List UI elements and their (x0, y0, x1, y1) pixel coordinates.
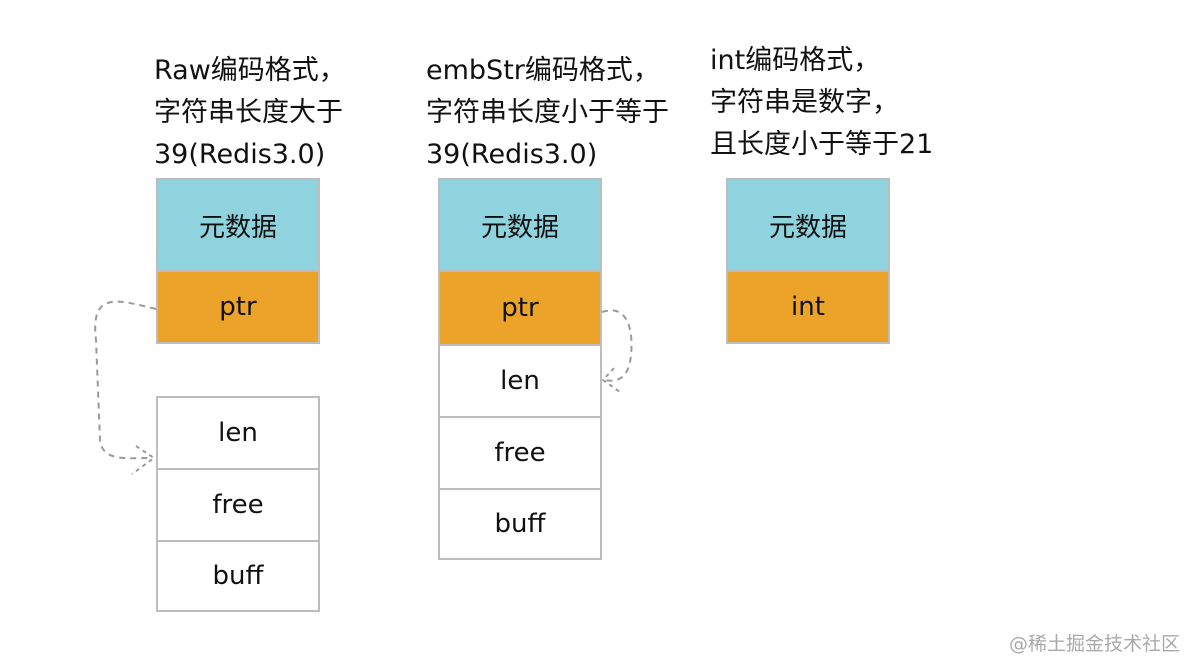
int-value-cell: int (726, 270, 890, 344)
raw-arrow-head-icon (131, 445, 156, 475)
raw-caption: Raw编码格式， 字符串长度大于 39(Redis3.0) (154, 50, 346, 176)
raw-len-cell: len (156, 396, 320, 470)
raw-free-cell: free (156, 468, 320, 542)
embstr-ptr-cell: ptr (438, 270, 602, 346)
embstr-metadata-cell: 元数据 (438, 178, 602, 272)
raw-caption-line-3: 39(Redis3.0) (154, 139, 326, 170)
raw-caption-line-1: Raw编码格式， (154, 55, 346, 86)
raw-ptr-to-len-arrow (94, 300, 157, 460)
raw-buff-cell: buff (156, 540, 320, 612)
int-caption-line-2: 字符串是数字， (710, 87, 899, 118)
embstr-caption-line-1: embStr编码格式， (426, 55, 660, 86)
embstr-caption-line-3: 39(Redis3.0) (426, 139, 598, 170)
raw-ptr-cell: ptr (156, 270, 320, 344)
embstr-ptr-to-len-arrow (601, 309, 633, 382)
watermark: @稀土掘金技术社区 (1008, 633, 1180, 655)
embstr-caption: embStr编码格式， 字符串长度小于等于 39(Redis3.0) (426, 50, 669, 176)
int-caption-line-3: 且长度小于等于21 (710, 129, 934, 160)
int-caption: int编码格式， 字符串是数字， 且长度小于等于21 (710, 40, 933, 166)
raw-caption-line-2: 字符串长度大于 (154, 97, 343, 128)
embstr-free-cell: free (438, 416, 602, 490)
embstr-buff-cell: buff (438, 488, 602, 560)
embstr-arrow-head-icon (601, 367, 621, 393)
embstr-caption-line-2: 字符串长度小于等于 (426, 97, 669, 128)
int-caption-line-1: int编码格式， (710, 45, 881, 76)
embstr-len-cell: len (438, 344, 602, 418)
